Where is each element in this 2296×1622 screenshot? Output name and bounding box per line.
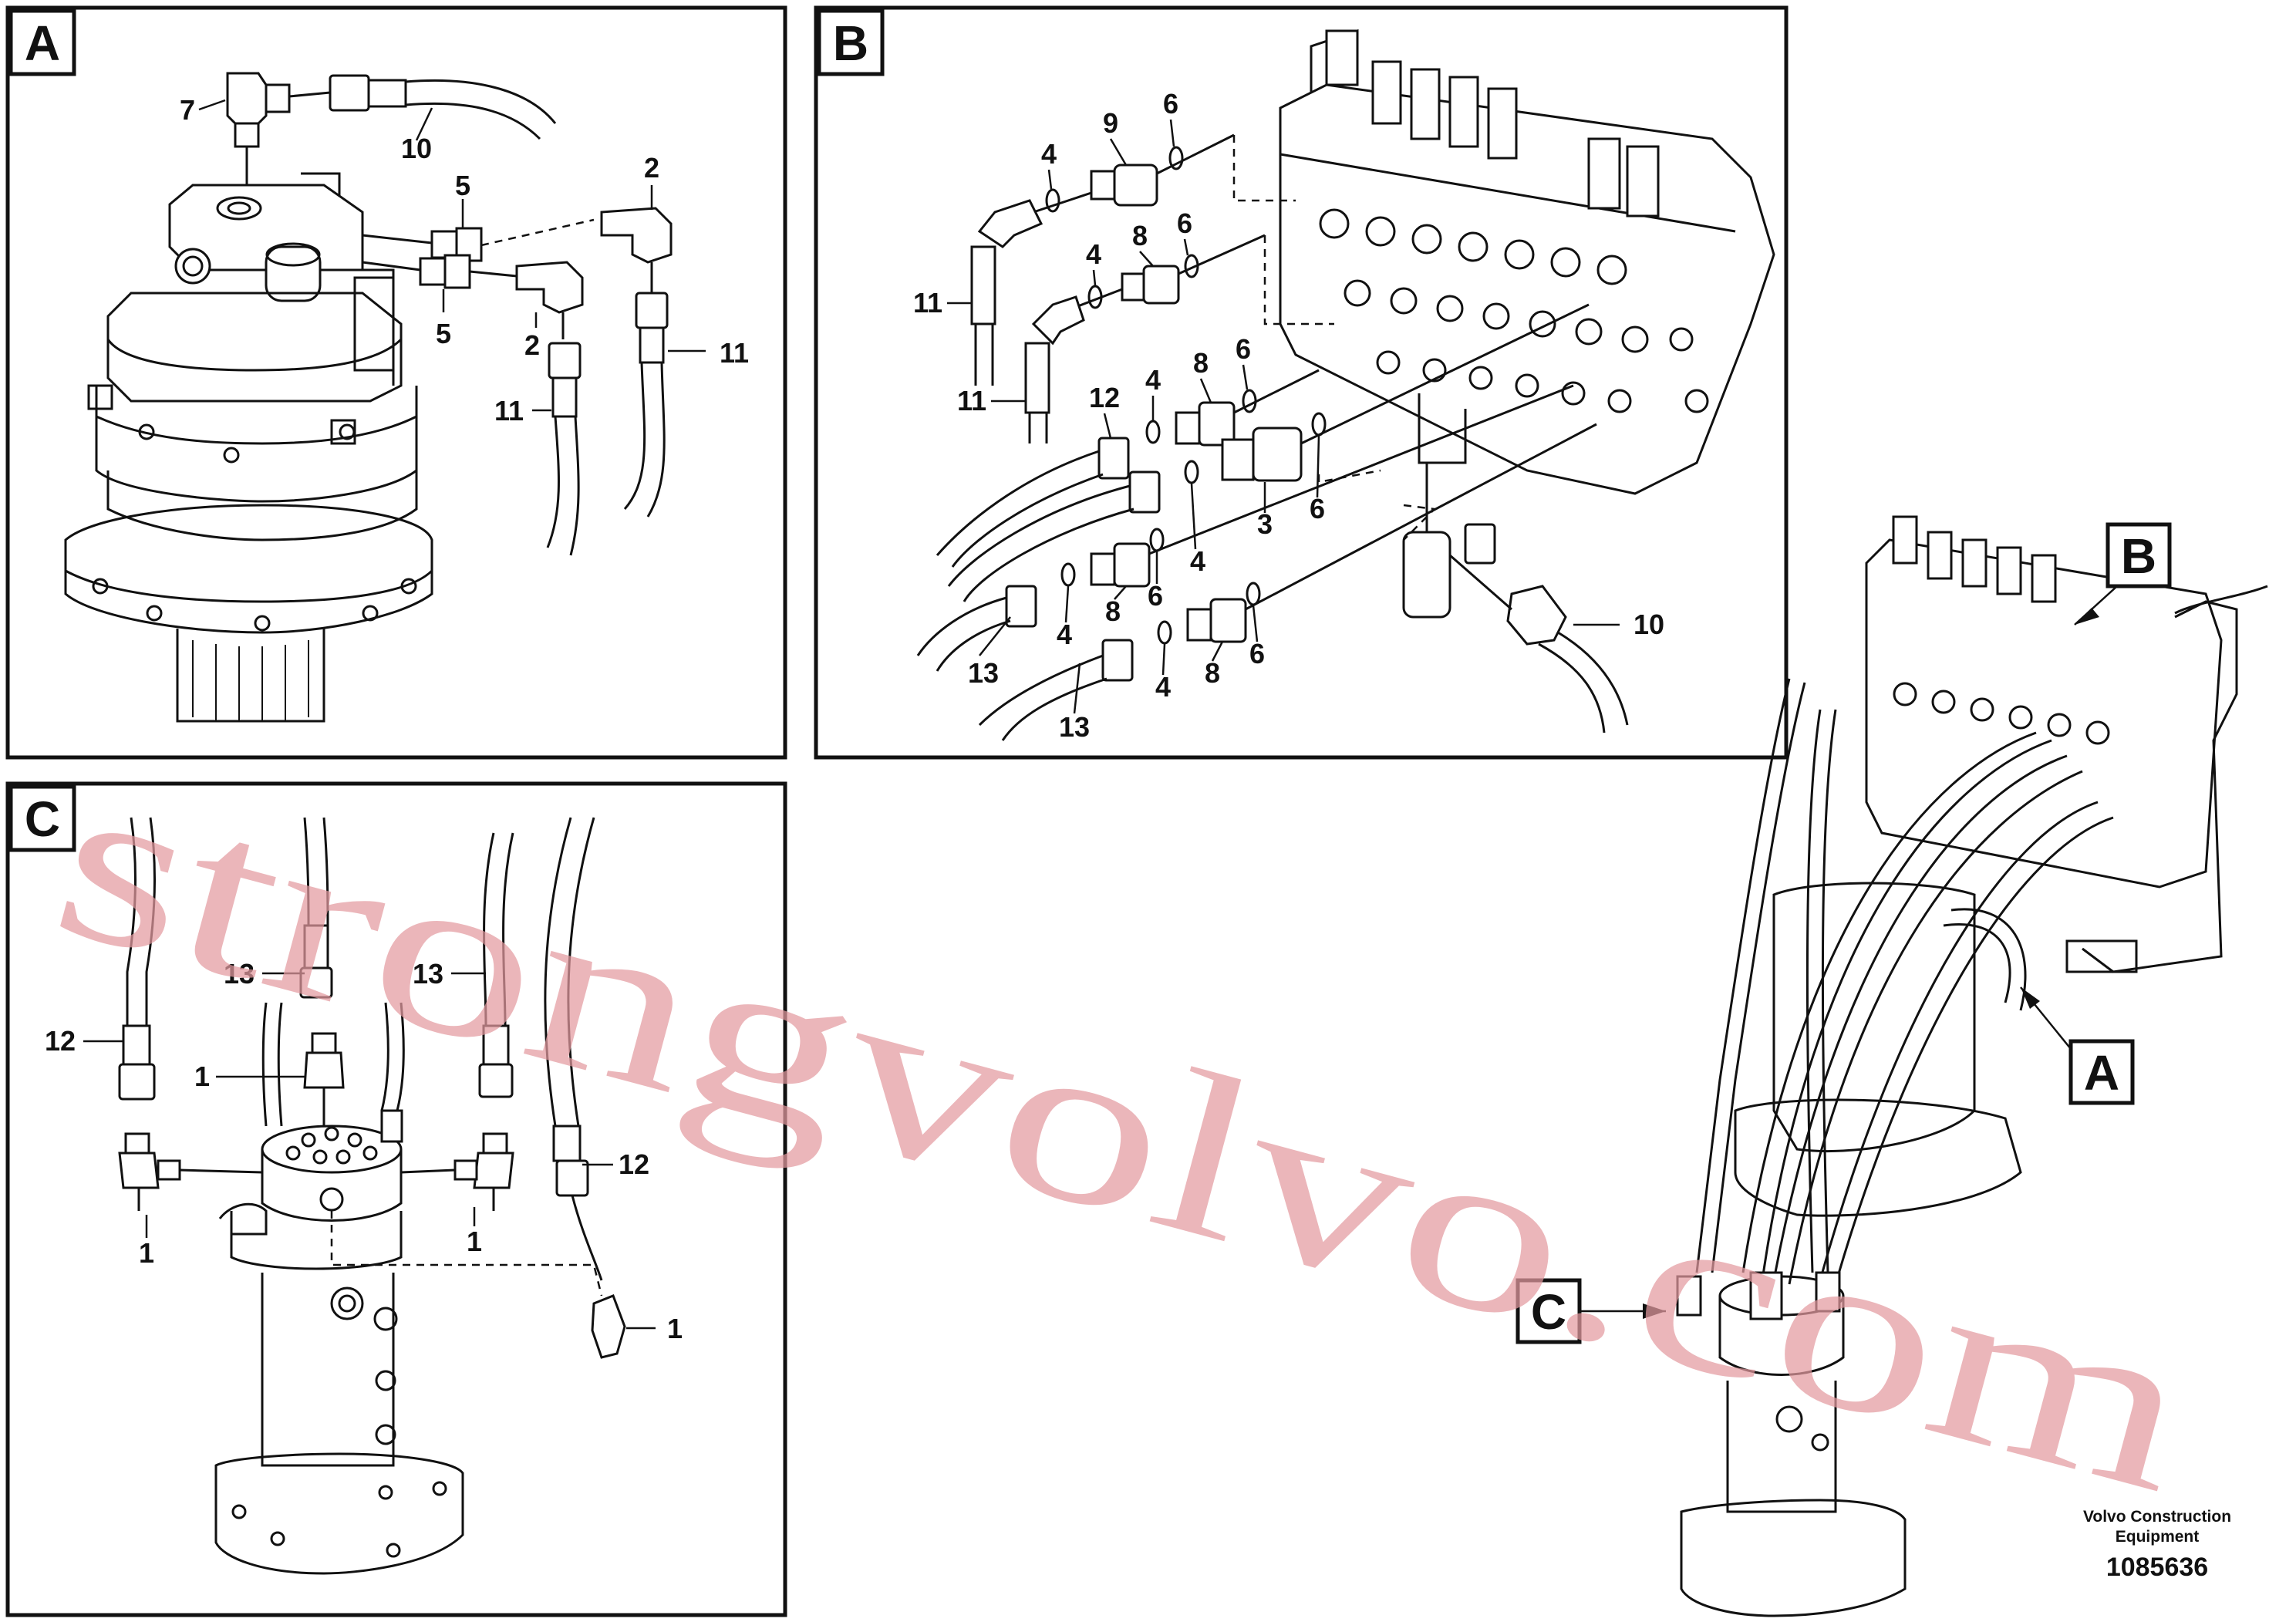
callout-a: A (2020, 986, 2135, 1105)
label-b-12: 12 (1089, 382, 1120, 413)
panel-a-letter: A (25, 15, 60, 71)
panel-a: A (5, 5, 787, 760)
swing-motor-drawing (64, 172, 433, 723)
label-b-6b: 6 (1177, 207, 1192, 239)
label-b-9: 9 (1103, 107, 1118, 139)
callout-c: C (1515, 1278, 1666, 1344)
valve-fittings (916, 133, 1629, 741)
label-b-4c: 4 (1145, 364, 1161, 396)
label-c-12a: 12 (45, 1025, 76, 1057)
label-b-6a: 6 (1163, 88, 1178, 120)
label-b-4d: 4 (1190, 545, 1205, 577)
elbow-2-lower (515, 261, 584, 339)
adapter-5-upper (362, 218, 595, 262)
panel-a-letter-box (8, 8, 76, 76)
label-b-3: 3 (1257, 508, 1273, 540)
panel-b-letter-box (817, 8, 885, 76)
label-c-1c: 1 (467, 1226, 482, 1257)
label-b-6d: 6 (1310, 493, 1325, 524)
panel-b: B (814, 5, 1789, 760)
footer-company: Volvo Construction (2083, 1508, 2231, 1526)
label-b-13b: 13 (1059, 711, 1090, 743)
label-a-7: 7 (180, 94, 195, 126)
label-b-6e: 6 (1148, 580, 1163, 612)
label-b-8b: 8 (1193, 347, 1209, 379)
label-b-6f: 6 (1249, 638, 1265, 669)
hose-11-right (623, 292, 669, 518)
label-c-13a: 13 (224, 958, 255, 990)
label-b-4a: 4 (1041, 138, 1057, 170)
label-a-2-upper: 2 (644, 152, 659, 184)
panel-b-letter: B (833, 15, 868, 71)
label-b-11b: 11 (957, 385, 986, 416)
footer-drawing-number: 1085636 (2106, 1553, 2208, 1582)
callout-c-letter: C (1531, 1284, 1566, 1340)
label-b-8d: 8 (1205, 657, 1220, 689)
panel-c-letter: C (25, 791, 60, 847)
label-b-4e: 4 (1057, 619, 1072, 650)
label-a-11-left: 11 (494, 395, 524, 427)
label-c-13b: 13 (413, 958, 443, 990)
label-b-11a: 11 (913, 287, 942, 319)
label-a-2-lower: 2 (524, 329, 540, 361)
label-a-5-lower: 5 (436, 318, 451, 349)
adapter-5-lower (362, 254, 518, 289)
hose-10 (288, 74, 557, 140)
label-c-12b: 12 (619, 1148, 649, 1180)
hose-11-left (546, 342, 582, 556)
elbow-2-upper (600, 207, 673, 293)
callout-a-letter: A (2084, 1045, 2119, 1101)
callout-b: B (2074, 522, 2172, 626)
fitting-elbow-7 (226, 72, 291, 185)
panel-c: C (5, 781, 787, 1617)
footer-company-line2: Equipment (2116, 1528, 2200, 1546)
callout-b-letter: B (2121, 528, 2156, 584)
label-a-5-upper: 5 (455, 170, 470, 201)
footer-block: Volvo Construction Equipment 1085636 (2083, 1508, 2231, 1582)
label-b-6c: 6 (1236, 333, 1251, 365)
label-a-11-right: 11 (720, 337, 749, 369)
panel-c-letter-box (8, 784, 76, 852)
label-b-10: 10 (1633, 609, 1664, 640)
label-b-8a: 8 (1132, 220, 1148, 251)
label-b-4f: 4 (1155, 671, 1171, 703)
label-b-4b: 4 (1086, 238, 1101, 270)
overview-assembly (1676, 515, 2268, 1617)
watermark: strongvolvo.com (33, 727, 2215, 1541)
swivel-joint-drawing (214, 1125, 464, 1575)
label-b-8c: 8 (1105, 595, 1121, 627)
control-valve-drawing (1279, 29, 1775, 619)
label-c-1b: 1 (139, 1237, 154, 1269)
label-c-1a: 1 (194, 1061, 210, 1092)
label-c-1d: 1 (667, 1313, 683, 1344)
label-a-10: 10 (401, 133, 432, 164)
swivel-hoses (118, 817, 626, 1359)
label-b-13a: 13 (968, 657, 999, 689)
